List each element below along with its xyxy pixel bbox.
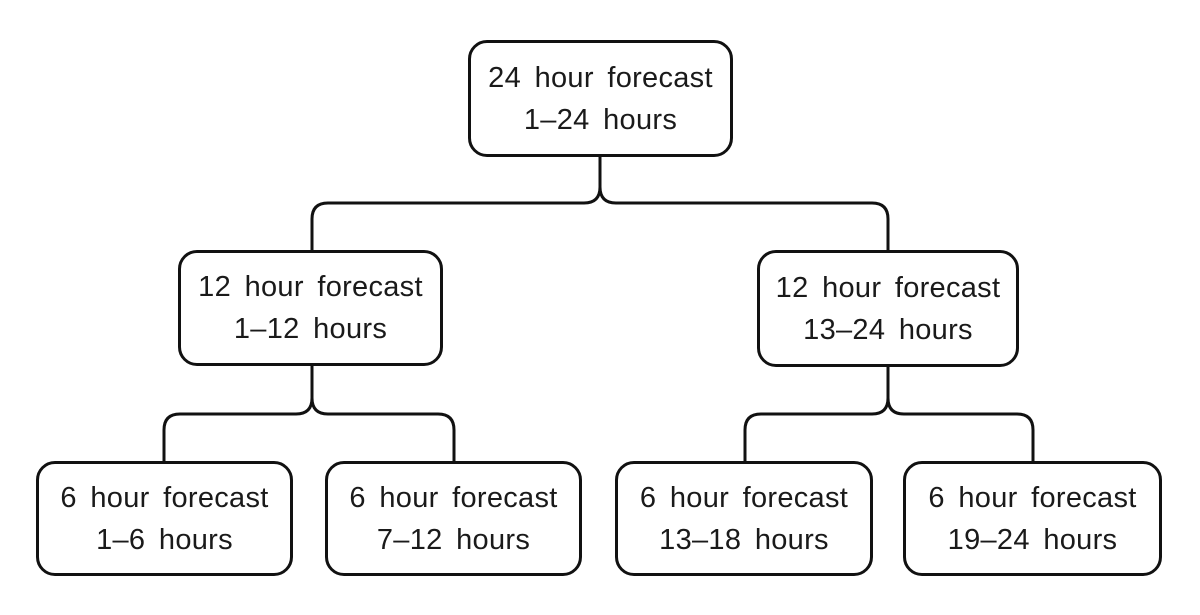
node-label-line1: 6 hour forecast bbox=[60, 481, 269, 514]
node-label-line2: 1–12 hours bbox=[233, 313, 388, 345]
node-6-hour-forecast-13-18: 6 hour forecast 13–18 hours bbox=[615, 461, 873, 576]
node-label-line1: 6 hour forecast bbox=[349, 481, 558, 514]
node-label-line2: 1–24 hours bbox=[523, 103, 678, 136]
node-6-hour-forecast-7-12: 6 hour forecast 7–12 hours bbox=[325, 461, 582, 576]
node-label-line2: 7–12 hours bbox=[376, 523, 531, 556]
connector-right12-to-6h-4 bbox=[886, 397, 1035, 461]
connector-left12-to-6h-1 bbox=[162, 366, 314, 461]
node-label-line1: 6 hour forecast bbox=[639, 481, 849, 514]
connector-root-to-right12 bbox=[598, 186, 890, 250]
node-label-line2: 19–24 hours bbox=[947, 523, 1118, 556]
node-label-line2: 13–24 hours bbox=[803, 313, 973, 346]
connector-right12-to-6h-3 bbox=[743, 367, 890, 461]
node-12-hour-forecast-13-24: 12 hour forecast 13–24 hours bbox=[757, 250, 1019, 367]
node-24-hour-forecast: 24 hour forecast 1–24 hours bbox=[468, 40, 733, 157]
node-label-line1: 6 hour forecast bbox=[928, 481, 1137, 514]
node-label-line2: 13–18 hours bbox=[659, 523, 829, 556]
connector-root-to-left12 bbox=[310, 157, 602, 250]
node-label-line1: 12 hour forecast bbox=[775, 271, 1001, 304]
connector-left12-to-6h-2 bbox=[310, 397, 456, 461]
node-12-hour-forecast-1-12: 12 hour forecast 1–12 hours bbox=[178, 250, 443, 366]
node-6-hour-forecast-19-24: 6 hour forecast 19–24 hours bbox=[903, 461, 1162, 576]
node-6-hour-forecast-1-6: 6 hour forecast 1–6 hours bbox=[36, 461, 293, 576]
node-label-line2: 1–6 hours bbox=[96, 523, 233, 556]
node-label-line1: 12 hour forecast bbox=[198, 271, 423, 303]
node-label-line1: 24 hour forecast bbox=[488, 61, 713, 94]
